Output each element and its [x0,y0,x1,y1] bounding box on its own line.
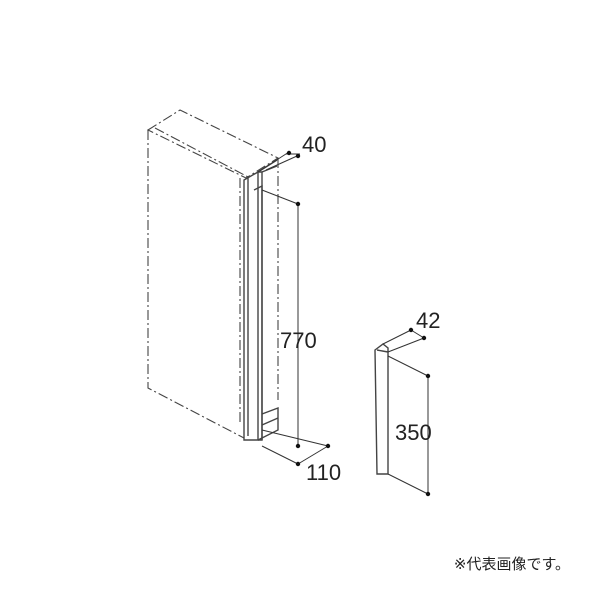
dim-width-main: 110 [306,460,341,485]
dim-height-main: 770 [280,328,317,353]
dimension-lines-main [257,150,331,467]
handle-part [374,327,431,497]
dim-depth-handle: 42 [416,308,440,333]
dim-depth-main: 40 [302,132,326,157]
side-panel [243,159,279,441]
representative-image-note: ※代表画像です。 [453,555,570,573]
dim-height-handle: 350 [395,420,432,445]
ghost-cabinet-outline [146,109,280,439]
